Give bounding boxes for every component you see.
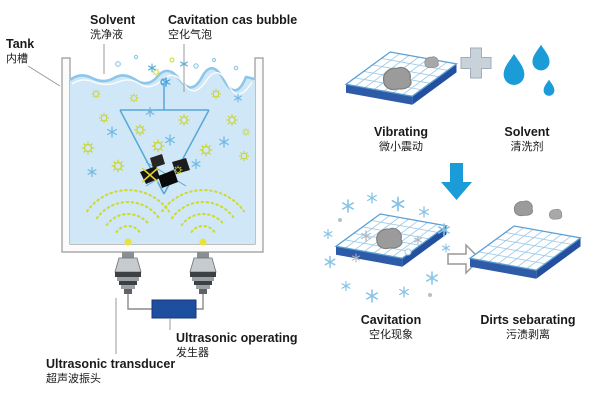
tank-label-zh: 内槽 (6, 53, 28, 66)
tank-group (61, 57, 264, 253)
dirts-separating-label: Dirts sebarating 污渍剥离 (468, 312, 588, 343)
cavitation-label: Cavitation 空化现象 (341, 312, 441, 343)
solvent-right-label: Solvent 清洗剂 (477, 124, 577, 155)
tank-label: Tank 内槽 (6, 36, 34, 67)
ultrasonic-operating-label: Ultrasonic operating 发生器 (176, 330, 298, 361)
ultrasonic-generator-box (151, 299, 197, 319)
ultrasonic-transducer-label-en: Ultrasonic transducer (46, 357, 176, 371)
transducer-emitter-dot-right (199, 238, 207, 246)
cavitation-sparkles (323, 192, 450, 303)
generator-wires (127, 294, 204, 310)
ultrasonic-operating-label-en: Ultrasonic operating (176, 331, 298, 345)
cavitation-bubble-label-zh: 空化气泡 (168, 29, 212, 42)
solvent-tank-label-zh: 洗净液 (90, 29, 123, 42)
transducer-emitter-dot-left (124, 238, 132, 246)
vibrating-label-zh: 微小震动 (379, 141, 423, 154)
ultrasonic-waves (86, 189, 245, 233)
water-drops-icon (503, 44, 555, 96)
plus-icon (460, 47, 492, 79)
vibrating-plate (345, 51, 458, 106)
down-arrow-icon (441, 163, 472, 200)
cavitation-plate (335, 213, 448, 268)
solvent-tank-label: Solvent 洗净液 (90, 12, 135, 43)
ultrasonic-transducer-label-zh: 超声波振头 (46, 373, 101, 386)
clean-plate (469, 225, 582, 280)
vibrating-label: Vibrating 微小震动 (351, 124, 451, 155)
ultrasonic-operating-label-zh: 发生器 (176, 347, 209, 360)
cavitation-label-en: Cavitation (360, 313, 422, 327)
ultrasonic-transducer-left (114, 251, 142, 295)
separated-dirt-blobs (513, 200, 563, 220)
dirts-separating-label-zh: 污渍剥离 (506, 329, 550, 342)
cavitation-label-zh: 空化现象 (369, 329, 413, 342)
parts-being-cleaned (140, 154, 190, 188)
solvent-right-label-en: Solvent (504, 125, 550, 139)
cavitation-bubble-label-en: Cavitation cas bubble (168, 13, 298, 27)
ultrasonic-transducer-right (189, 251, 217, 295)
leader-lines (27, 44, 185, 354)
solvent-tank-label-en: Solvent (90, 13, 136, 27)
cavitation-bubble-label: Cavitation cas bubble 空化气泡 (168, 12, 297, 43)
ultrasonic-transducer-label: Ultrasonic transducer 超声波振头 (46, 356, 175, 387)
tank-label-en: Tank (6, 37, 35, 51)
dirts-separating-label-en: Dirts sebarating (480, 313, 576, 327)
solvent-right-label-zh: 清洗剂 (510, 141, 544, 154)
vibrating-label-en: Vibrating (374, 125, 428, 139)
splash-droplets (115, 54, 239, 71)
